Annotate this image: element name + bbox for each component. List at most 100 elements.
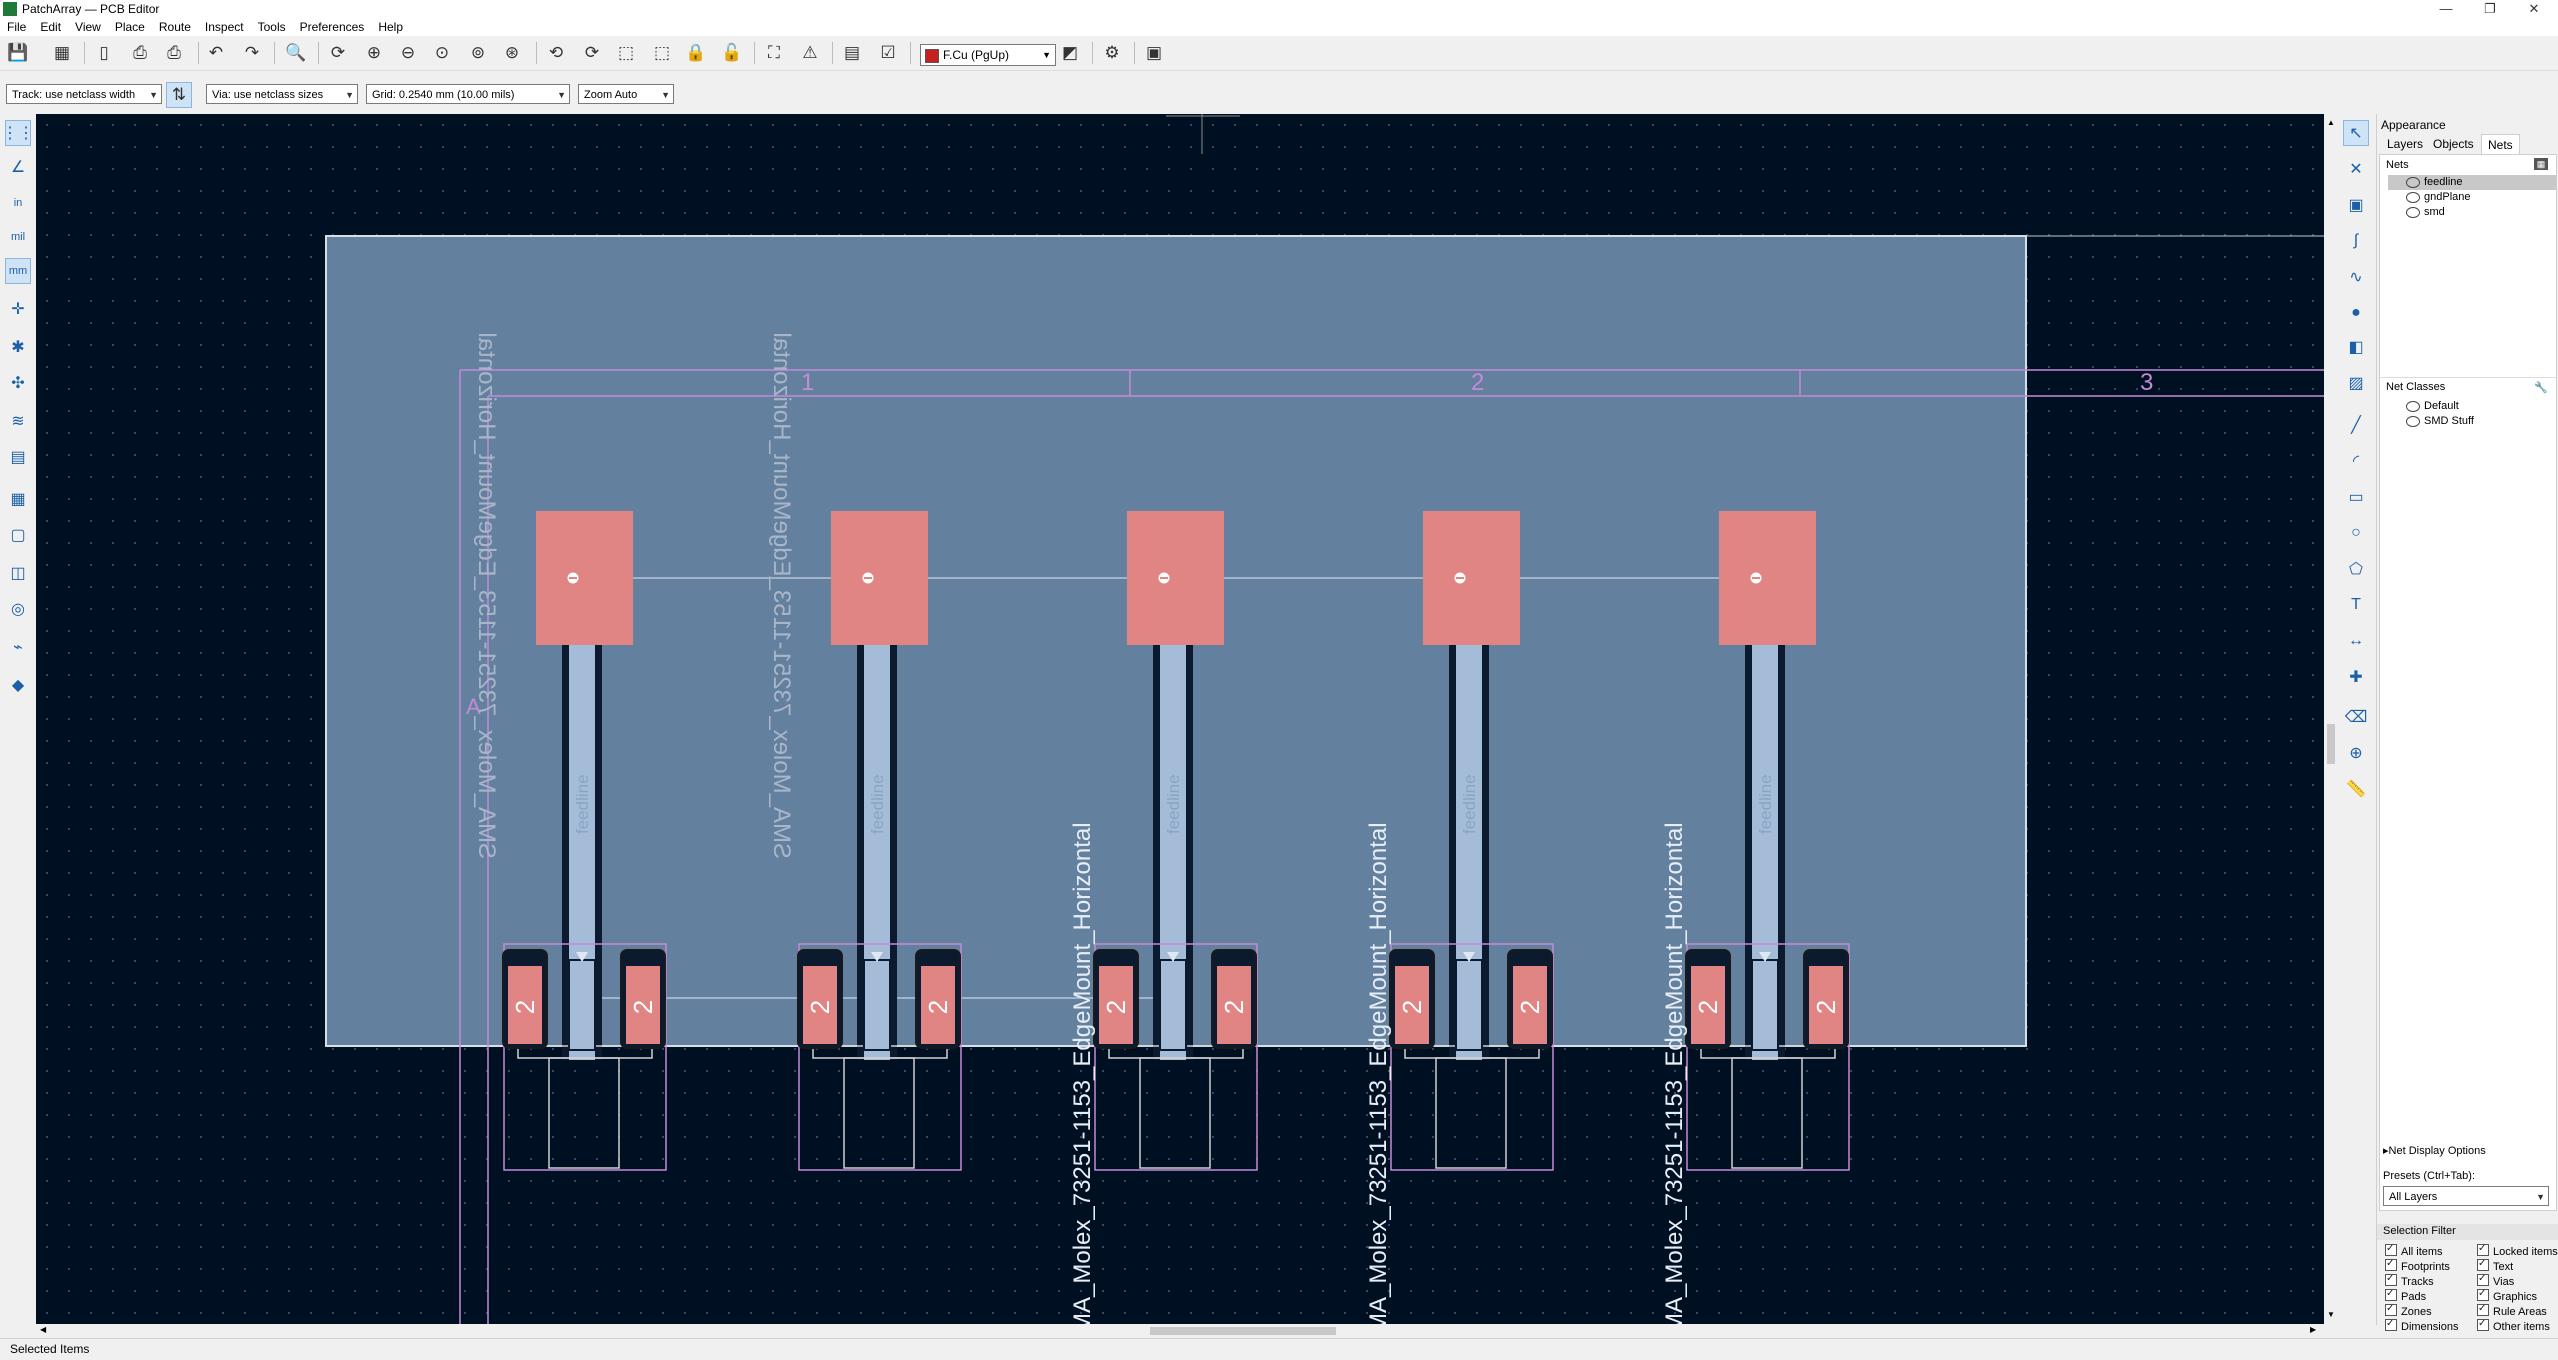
- filter-checkbox-rule-areas[interactable]: Rule Areas: [2477, 1302, 2547, 1319]
- save-icon[interactable]: 💾: [7, 43, 29, 62]
- filter-checkbox-dimensions[interactable]: Dimensions: [2385, 1317, 2458, 1334]
- menu-preferences[interactable]: Preferences: [299, 20, 365, 34]
- set-origin-icon[interactable]: ⊕: [2349, 745, 2363, 762]
- group-icon[interactable]: ⬚: [617, 43, 635, 62]
- menu-file[interactable]: File: [7, 20, 27, 34]
- drc-icon[interactable]: ⚠: [802, 43, 818, 62]
- unit-mils-icon[interactable]: mil: [10, 231, 26, 243]
- scroll-down-icon[interactable]: ▼: [2327, 1310, 2335, 1319]
- presets-select[interactable]: All Layers▼: [2383, 1186, 2549, 1206]
- active-layer-select[interactable]: F.Cu (PgUp) ▼: [920, 44, 1056, 66]
- filter-checkbox-all-items[interactable]: All items: [2385, 1242, 2443, 1259]
- ratsnest-icon[interactable]: ✱: [11, 339, 25, 356]
- delete-icon[interactable]: ⌫: [2344, 709, 2368, 726]
- python-console-icon[interactable]: ▣: [1145, 43, 1163, 62]
- filter-checkbox-other-items[interactable]: Other items: [2477, 1317, 2550, 1334]
- ungroup-icon[interactable]: ⬚: [653, 43, 671, 62]
- tune-length-icon[interactable]: ∿: [2349, 269, 2363, 286]
- add-text-icon[interactable]: T: [2351, 596, 2361, 613]
- filter-checkbox-graphics[interactable]: Graphics: [2477, 1287, 2537, 1304]
- appearance-manager-icon[interactable]: ◆: [11, 677, 25, 694]
- polar-coords-icon[interactable]: ∠: [10, 159, 26, 176]
- filter-checkbox-vias[interactable]: Vias: [2477, 1272, 2514, 1289]
- redraw-icon[interactable]: ⟳: [330, 43, 346, 62]
- add-footprint-icon[interactable]: ▣: [2348, 197, 2364, 214]
- net-class-smd-stuff[interactable]: SMD Stuff: [2388, 414, 2556, 429]
- net-class-default[interactable]: Default: [2388, 399, 2556, 414]
- curved-ratsnest-icon[interactable]: ✣: [11, 375, 25, 392]
- draw-arc-icon[interactable]: ◜: [2352, 453, 2360, 470]
- via-size-select[interactable]: Via: use netclass sizes▼: [206, 84, 358, 104]
- select-icon[interactable]: ↖: [2343, 120, 2369, 146]
- zoom-objects-icon[interactable]: ⊚: [470, 43, 486, 62]
- horizontal-scroll-thumb[interactable]: [1150, 1327, 1336, 1335]
- track-width-select[interactable]: Track: use netclass width▼: [6, 84, 162, 104]
- zoom-select[interactable]: Zoom Auto▼: [578, 84, 674, 104]
- undo-icon[interactable]: ↶: [208, 43, 224, 62]
- rotate-cw-icon[interactable]: ⟳: [584, 43, 600, 62]
- add-dimension-icon[interactable]: ↔: [2348, 632, 2364, 649]
- eye-icon[interactable]: [2406, 191, 2420, 203]
- horizontal-scrollbar[interactable]: ◀ ▶: [36, 1324, 2324, 1338]
- auto-track-width-icon[interactable]: ⇅: [166, 82, 192, 108]
- eye-icon[interactable]: [2406, 400, 2420, 412]
- print-icon[interactable]: ⎙: [133, 43, 147, 62]
- draw-line-icon[interactable]: ╱: [2351, 417, 2361, 434]
- menu-route[interactable]: Route: [158, 20, 191, 34]
- cursor-shape-icon[interactable]: ✛: [11, 301, 25, 318]
- minimize-button[interactable]: —: [2439, 1, 2453, 16]
- unlock-icon[interactable]: 🔓: [721, 43, 743, 62]
- filter-checkbox-pads[interactable]: Pads: [2385, 1287, 2426, 1304]
- tab-nets[interactable]: Nets: [2481, 134, 2520, 155]
- scroll-left-icon[interactable]: ◀: [40, 1325, 47, 1334]
- draw-polygon-icon[interactable]: ⬠: [2349, 561, 2363, 578]
- pad-outline-icon[interactable]: ◫: [10, 565, 26, 582]
- draw-rectangle-icon[interactable]: ▭: [2348, 489, 2364, 506]
- tab-objects[interactable]: Objects: [2433, 137, 2474, 151]
- draw-circle-icon[interactable]: ○: [2351, 524, 2361, 541]
- wrench-icon[interactable]: 🔧: [2534, 382, 2548, 394]
- filter-checkbox-footprints[interactable]: Footprints: [2385, 1257, 2450, 1274]
- scripting-icon[interactable]: ⚙: [1104, 43, 1120, 62]
- add-zone-icon[interactable]: ◧: [2348, 339, 2364, 356]
- net-display-options-toggle[interactable]: ▸Net Display Options: [2383, 1145, 2486, 1157]
- via-outline-icon[interactable]: ◎: [11, 601, 25, 618]
- redo-icon[interactable]: ↷: [244, 43, 260, 62]
- zone-fill-icon[interactable]: ▦: [10, 491, 26, 508]
- page-settings-icon[interactable]: ▯: [99, 43, 109, 62]
- filter-checkbox-text[interactable]: Text: [2477, 1257, 2513, 1274]
- vertical-scroll-thumb[interactable]: [2327, 724, 2335, 764]
- close-button[interactable]: ✕: [2528, 1, 2540, 16]
- grid-select[interactable]: Grid: 0.2540 mm (10.00 mils)▼: [366, 84, 570, 104]
- filter-checkbox-zones[interactable]: Zones: [2385, 1302, 2432, 1319]
- menu-tools[interactable]: Tools: [257, 20, 286, 34]
- eye-icon[interactable]: [2406, 415, 2420, 427]
- zone-outline-icon[interactable]: ▢: [10, 527, 26, 544]
- add-keepout-icon[interactable]: ▨: [2348, 375, 2364, 392]
- zoom-in-icon[interactable]: ⊕: [366, 43, 382, 62]
- add-via-icon[interactable]: ●: [2351, 304, 2361, 321]
- net-row-feedline[interactable]: feedline: [2388, 175, 2556, 190]
- menu-inspect[interactable]: Inspect: [204, 20, 244, 34]
- zoom-out-icon[interactable]: ⊖: [400, 43, 416, 62]
- vertical-scrollbar[interactable]: ▲ ▼: [2324, 114, 2338, 1324]
- add-target-icon[interactable]: ✚: [2349, 669, 2363, 686]
- plot-icon[interactable]: ⎙: [167, 43, 181, 62]
- route-track-icon[interactable]: ∫: [2353, 232, 2359, 249]
- layer-pair-icon[interactable]: ◩: [1061, 43, 1079, 62]
- zoom-fit-icon[interactable]: ⊙: [434, 43, 450, 62]
- menu-view[interactable]: View: [75, 20, 101, 34]
- tab-layers[interactable]: Layers: [2387, 137, 2424, 151]
- track-outline-icon[interactable]: ▤: [10, 449, 26, 466]
- menu-help[interactable]: Help: [378, 20, 403, 34]
- maximize-button[interactable]: ❐: [2484, 1, 2496, 16]
- net-row-gndplane[interactable]: gndPlane: [2388, 190, 2556, 205]
- filter-checkbox-tracks[interactable]: Tracks: [2385, 1272, 2434, 1289]
- netlist-icon[interactable]: ⛶: [768, 43, 780, 62]
- net-color-icon[interactable]: ▦: [2534, 158, 2548, 170]
- menu-edit[interactable]: Edit: [40, 20, 62, 34]
- unit-inches-icon[interactable]: in: [13, 197, 23, 209]
- board-setup-icon[interactable]: ▦: [53, 43, 71, 62]
- rotate-ccw-icon[interactable]: ⟲: [548, 43, 564, 62]
- footprint-editor-icon[interactable]: ▤: [843, 43, 861, 62]
